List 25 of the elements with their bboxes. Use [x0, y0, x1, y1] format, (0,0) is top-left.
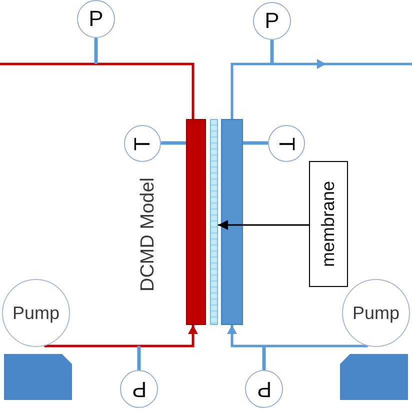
- callout-box: [309, 161, 348, 287]
- gauge-letter: P: [88, 8, 104, 30]
- pipe: [230, 59, 412, 119]
- pump-label: Pump: [12, 304, 60, 322]
- membrane-strip: [210, 119, 218, 325]
- sensor-line: [137, 346, 141, 370]
- sensor-line: [94, 38, 98, 64]
- sensor-line: [270, 40, 274, 64]
- pipe: [44, 325, 198, 348]
- gauge-letter: P: [256, 378, 272, 400]
- cold-channel-bar: [221, 119, 243, 325]
- callout-text: membrane: [320, 180, 338, 268]
- sensor-line: [161, 141, 186, 145]
- gauge-letter: P: [264, 10, 280, 32]
- pipe: [227, 325, 368, 348]
- gauge-letter: T: [132, 136, 154, 150]
- gauge-letter: P: [132, 378, 146, 400]
- sensor-line: [243, 141, 268, 145]
- module-label: DCMD Model: [138, 176, 158, 292]
- pump-label: Pump: [352, 304, 400, 322]
- gauge-letter: T: [276, 136, 298, 150]
- hot-channel-bar: [186, 119, 206, 325]
- sensor-line: [262, 346, 266, 370]
- pipe: [0, 62, 194, 119]
- leader-arrow: [218, 220, 309, 230]
